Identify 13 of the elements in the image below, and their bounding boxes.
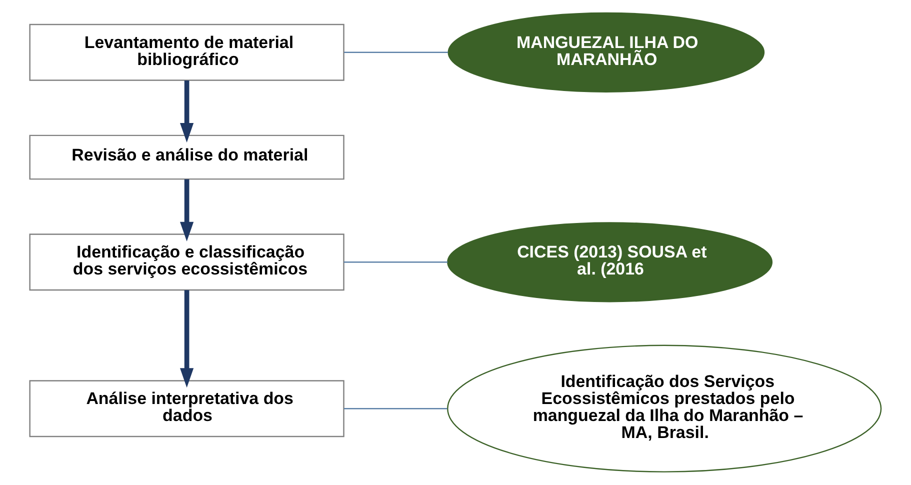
node-ellipse: CICES (2013) SOUSA et al. (2016 (447, 222, 773, 302)
node-box: Levantamento de material bibliográfico (29, 24, 344, 81)
node-box: Identificação e classificação dos serviços ecossistêmicos (29, 234, 344, 291)
node-ellipse: Identificação dos Serviços Ecossistêmicos prestados pelo manguezal da Ilha do Maranhão – MA, Brasil. (447, 344, 882, 472)
node-box: Revisão e análise do material (29, 134, 344, 180)
node-ellipse: MANGUEZAL ILHA DO MARANHÃO (448, 12, 765, 92)
arrow (180, 80, 194, 142)
connector (344, 408, 448, 410)
connector (344, 52, 448, 53)
arrow (180, 290, 194, 388)
connector (344, 262, 448, 263)
node-box: Análise interpretativa dos dados (29, 380, 344, 438)
arrow (180, 179, 194, 242)
